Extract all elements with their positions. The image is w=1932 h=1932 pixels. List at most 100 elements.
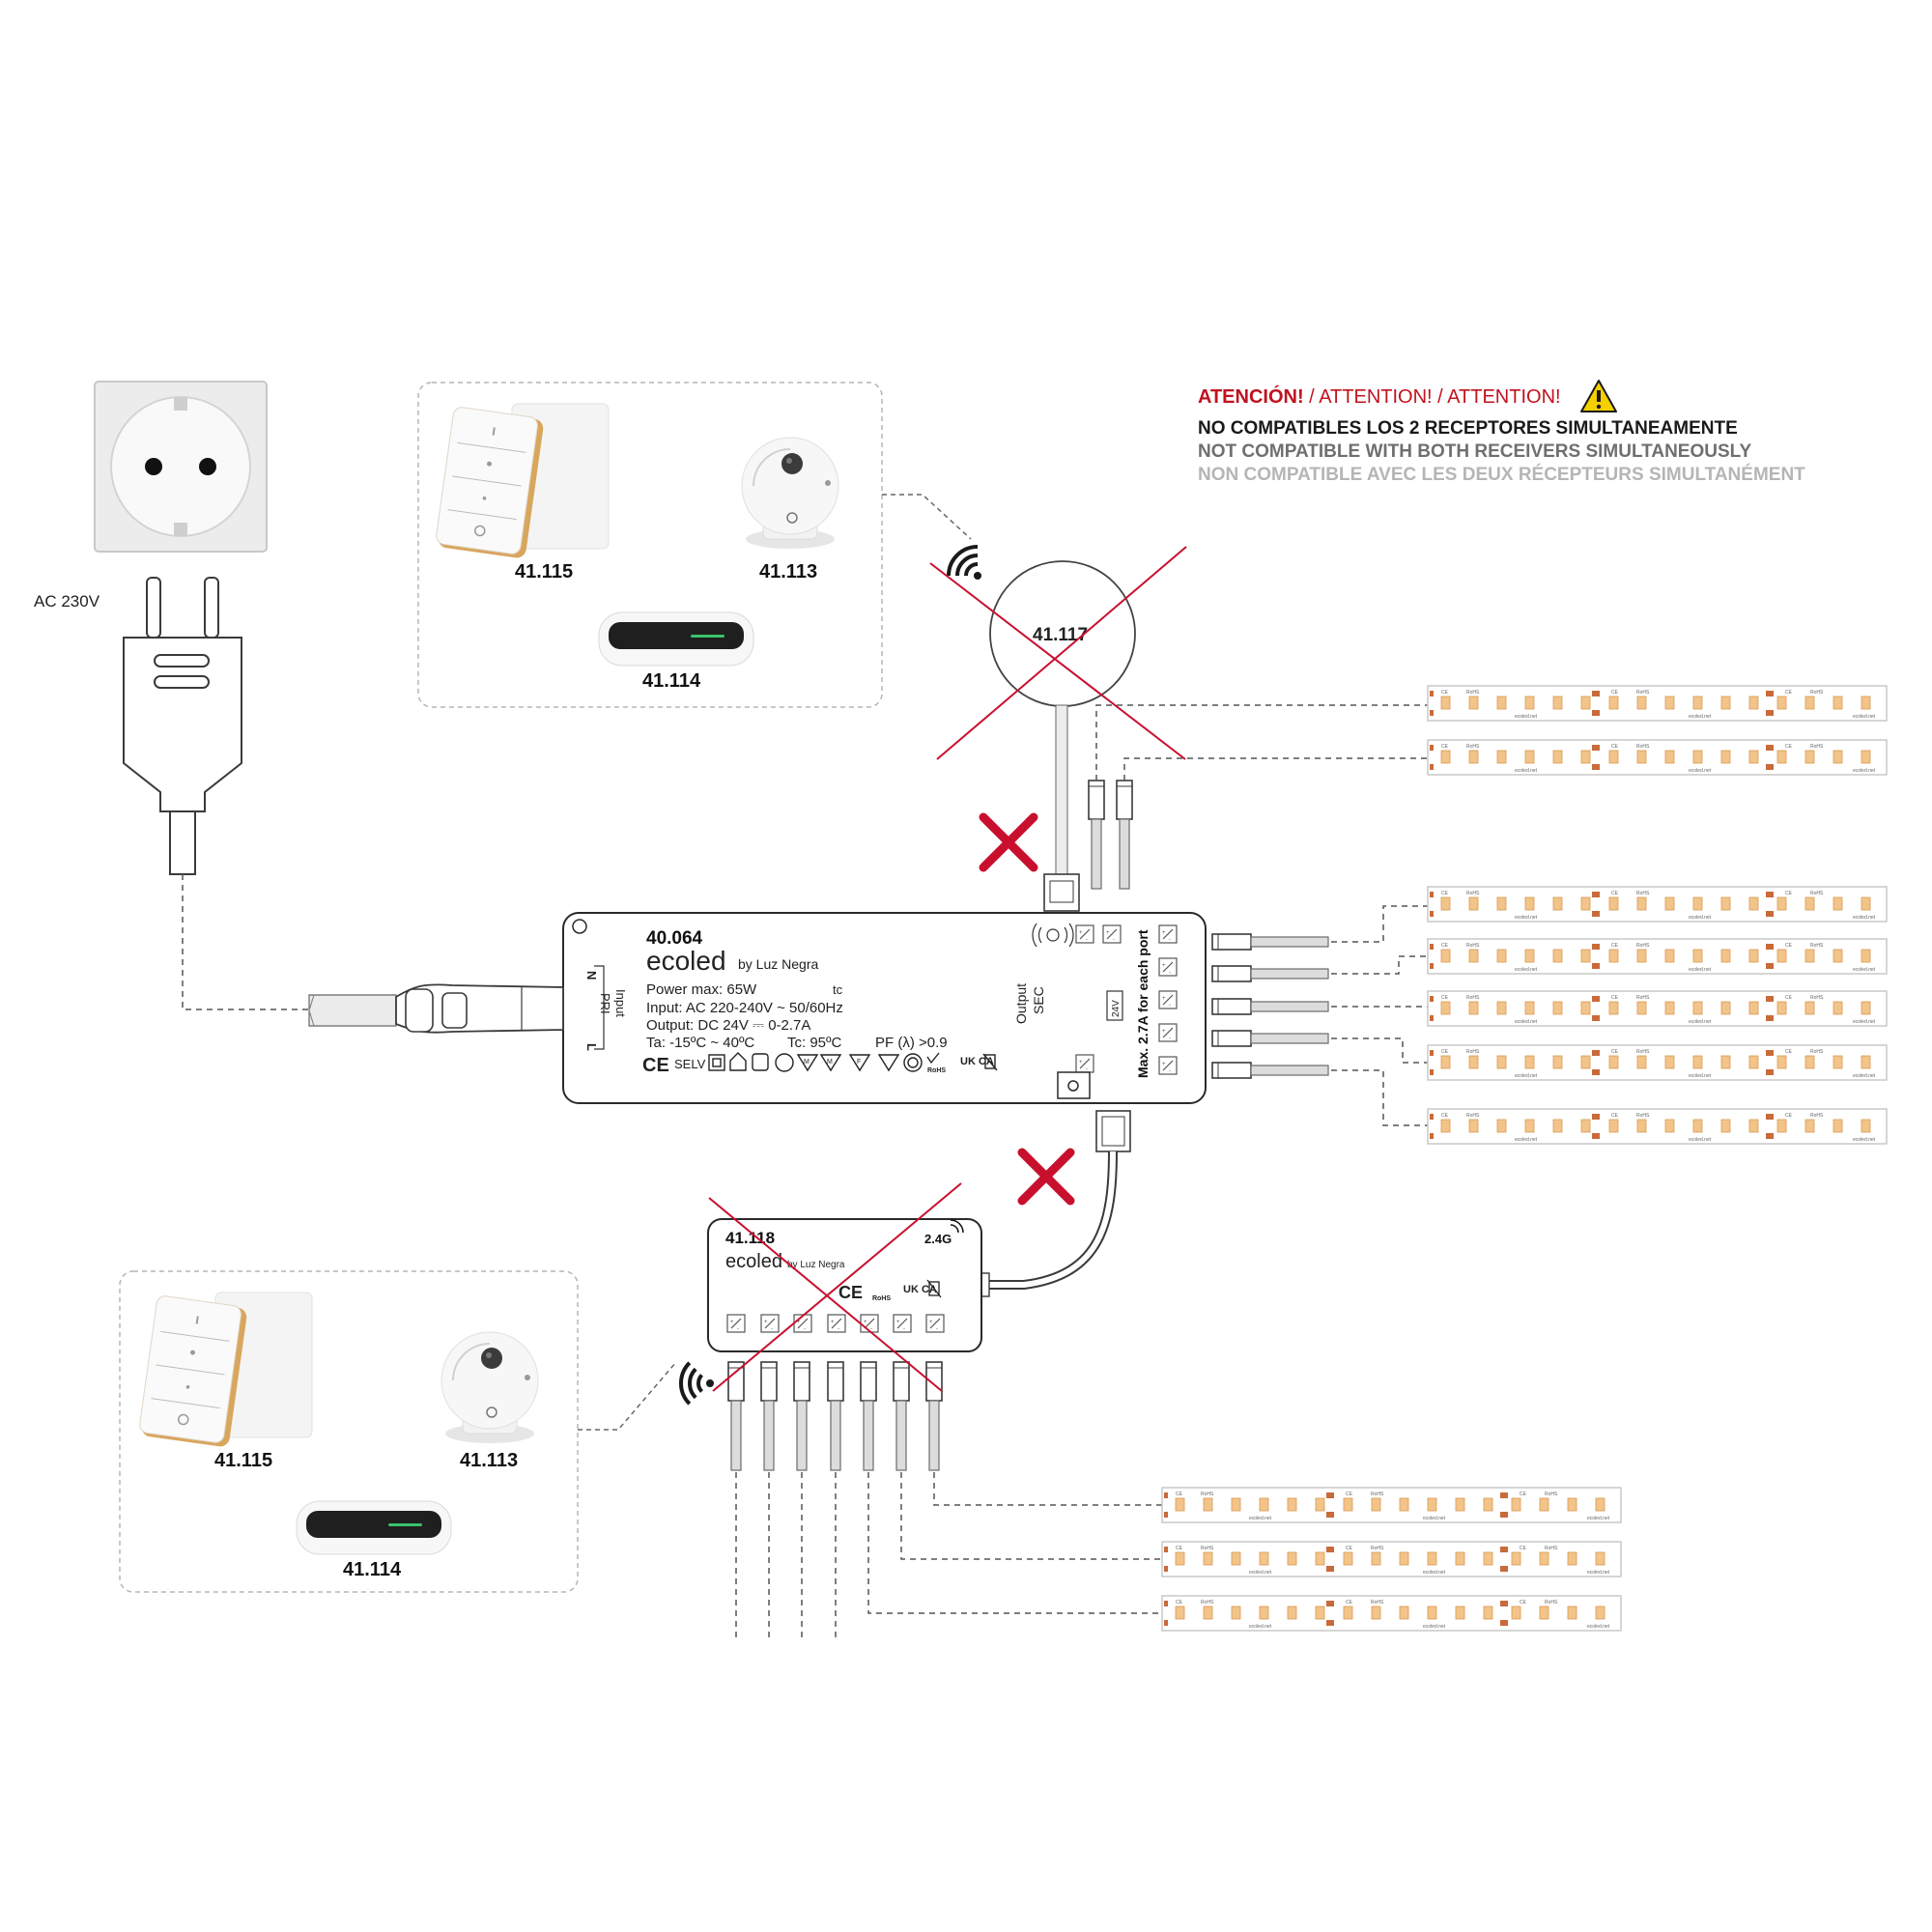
driver-power: Power max: 65W <box>646 981 757 998</box>
driver-pf: PF (λ) >0.9 <box>875 1035 948 1051</box>
wall-remote-icon <box>137 1292 313 1449</box>
led-strip <box>1161 1541 1622 1577</box>
connector-plug <box>827 1361 844 1471</box>
connector-plug <box>793 1361 810 1471</box>
warning-title-rest: / ATTENTION! / ATTENTION! <box>1303 386 1561 408</box>
device-code: 41.113 <box>460 1450 518 1471</box>
port-symbol <box>1158 990 1178 1009</box>
sub-receiver-ukca: UK CA <box>903 1284 937 1295</box>
receiver-group-bottom <box>119 1270 579 1593</box>
led-strip <box>1161 1487 1622 1523</box>
led-strip <box>1427 886 1888 923</box>
driver-brand-suffix: by Luz Negra <box>738 956 818 972</box>
connector-plug <box>1088 780 1105 890</box>
cross-out-mark <box>708 1182 962 1392</box>
cross-out-mark <box>979 812 1038 872</box>
wifi-icon <box>669 1360 716 1406</box>
led-strip <box>1161 1595 1622 1632</box>
port-symbol <box>827 1314 846 1333</box>
motion-sensor-icon <box>741 437 839 550</box>
voltage-label: AC 230V <box>34 592 100 611</box>
connector-plug <box>1211 998 1329 1015</box>
driver-code: 40.064 <box>646 928 703 949</box>
receiver-group-top <box>417 382 883 708</box>
led-strip <box>1427 1108 1888 1145</box>
warning-line-fr: NON COMPATIBLE AVEC LES DEUX RÉCEPTEURS … <box>1198 465 1805 485</box>
port-symbol <box>1158 1056 1178 1075</box>
device-code: 41.115 <box>214 1450 272 1471</box>
port-symbol <box>793 1314 812 1333</box>
rohs-mark: RoHS <box>927 1067 946 1074</box>
cross-out-mark <box>1017 1148 1075 1206</box>
driver-l-label: L <box>584 1043 599 1051</box>
port-symbol <box>1158 957 1178 977</box>
driver-brand: ecoled <box>646 946 726 976</box>
led-strip <box>1427 938 1888 975</box>
connector-plug <box>1211 965 1329 982</box>
driver-tc: Tc: 95ºC <box>787 1035 841 1051</box>
certification-icons: CE SELV M M F RoHS UK CA <box>642 1052 998 1076</box>
connector-plug <box>925 1361 943 1471</box>
connector-plug <box>860 1361 877 1471</box>
port-symbol <box>1158 1023 1178 1042</box>
connector-plug <box>893 1361 910 1471</box>
connector-plug <box>1116 780 1133 890</box>
wall-remote-icon <box>434 403 610 560</box>
led-strip <box>1427 1044 1888 1081</box>
warning-line-es: NO COMPATIBLES LOS 2 RECEPTORES SIMULTAN… <box>1198 418 1738 439</box>
svg-text:M: M <box>804 1059 810 1065</box>
wall-socket-icon <box>94 381 268 553</box>
motion-sensor-icon <box>440 1331 539 1444</box>
link-line <box>1095 704 1430 781</box>
sub-receiver-brand: ecoled <box>725 1251 782 1272</box>
warning-line-en: NOT COMPATIBLE WITH BOTH RECEIVERS SIMUL… <box>1198 441 1752 462</box>
driver-n-label: N <box>584 971 599 980</box>
warning-title-es: ATENCIÓN! <box>1198 386 1304 408</box>
sub-receiver-freq: 2.4G <box>924 1232 952 1246</box>
driver-input: Input: AC 220-240V ~ 50/60Hz <box>646 1000 843 1016</box>
connector-plug <box>760 1361 778 1471</box>
driver-input-cable <box>308 983 564 1034</box>
sub-receiver-brand-suffix: by Luz Negra <box>787 1260 845 1270</box>
driver-port-note: Max. 2.7A for each port <box>1135 929 1151 1078</box>
link-line <box>578 1361 677 1431</box>
port-symbol <box>1158 924 1178 944</box>
driver-input-label: Input <box>613 989 628 1017</box>
led-strip <box>1427 739 1888 776</box>
sub-receiver-ce: CE <box>838 1283 863 1302</box>
connector-plug <box>727 1361 745 1471</box>
sub-receiver-rohs: RoHS <box>872 1295 891 1302</box>
port-symbol <box>860 1314 879 1333</box>
link-line <box>1331 905 1430 1126</box>
driver-output-label: Output <box>1013 983 1029 1024</box>
connector-plug <box>1043 873 1080 912</box>
port-symbol <box>925 1314 945 1333</box>
driver-pri-label: PRI <box>598 993 612 1014</box>
port-symbol <box>1075 924 1094 944</box>
svg-text:F: F <box>857 1059 861 1065</box>
link-line <box>882 494 972 540</box>
driver-tc-small: tc <box>833 982 843 997</box>
wifi-icon <box>947 545 983 582</box>
hub-gateway-icon <box>296 1500 452 1555</box>
driver-output: Output: DC 24V ⎓ 0-2.7A <box>646 1017 810 1034</box>
connector-plug <box>1211 933 1329 951</box>
link-line <box>1123 757 1430 781</box>
led-strip <box>1427 990 1888 1027</box>
ce-mark: CE <box>642 1055 669 1076</box>
device-code: 41.114 <box>343 1559 402 1580</box>
warning-triangle-icon <box>1580 380 1617 412</box>
driver-ta: Ta: -15ºC ~ 40ºC <box>646 1035 754 1051</box>
driver-sec-label: SEC <box>1031 986 1046 1014</box>
svg-text:M: M <box>827 1059 833 1065</box>
hub-gateway-icon <box>598 611 754 667</box>
device-code: 41.115 <box>515 561 573 582</box>
connector-plug <box>1211 1030 1329 1047</box>
port-symbol <box>726 1314 746 1333</box>
driver-24v-badge: 24V <box>1111 1000 1122 1017</box>
mains-plug-icon <box>123 577 242 875</box>
link-line <box>735 1472 1164 1642</box>
device-code: 41.114 <box>642 670 701 692</box>
port-symbol <box>1075 1054 1094 1073</box>
